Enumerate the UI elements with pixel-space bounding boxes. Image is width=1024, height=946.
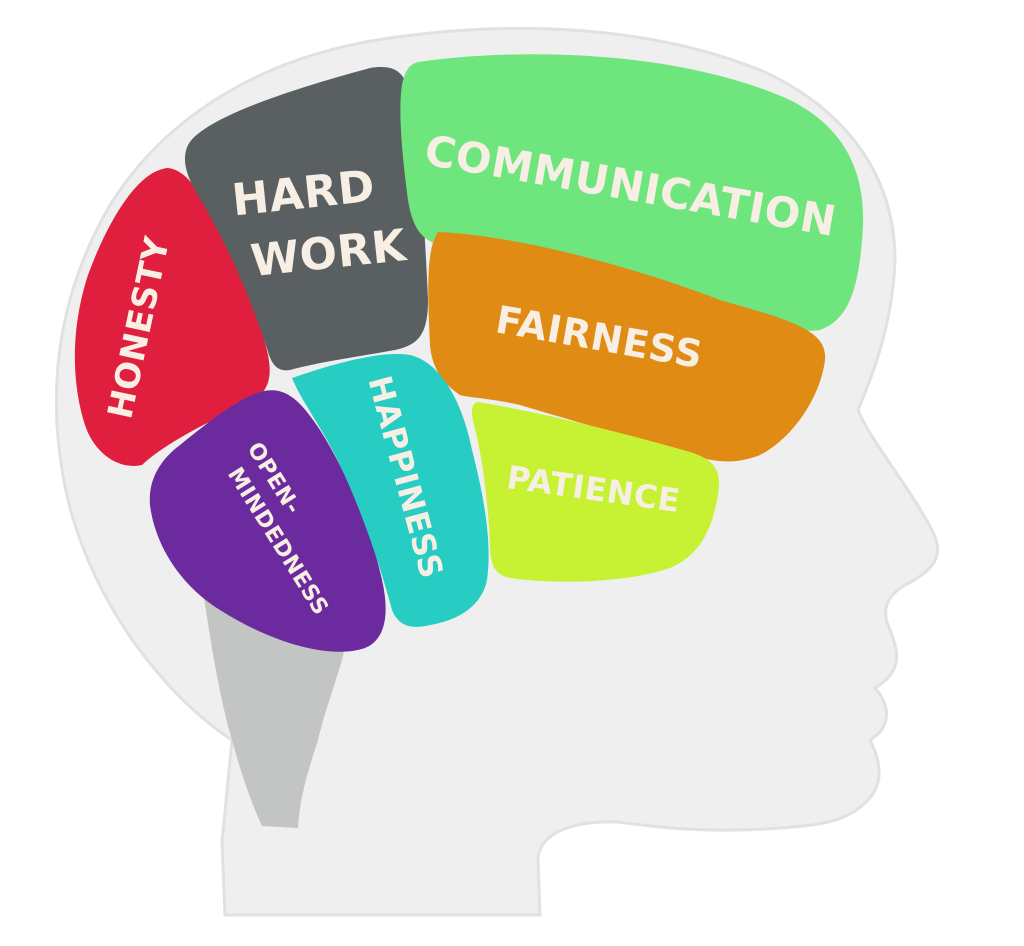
region-happiness <box>292 354 489 627</box>
region-communication <box>400 54 864 331</box>
brain-stem <box>203 590 346 828</box>
region-hard-work <box>184 67 428 371</box>
region-open-mindedness <box>149 390 386 652</box>
region-patience <box>471 402 720 582</box>
region-honesty <box>74 168 270 466</box>
region-fairness <box>428 232 826 462</box>
